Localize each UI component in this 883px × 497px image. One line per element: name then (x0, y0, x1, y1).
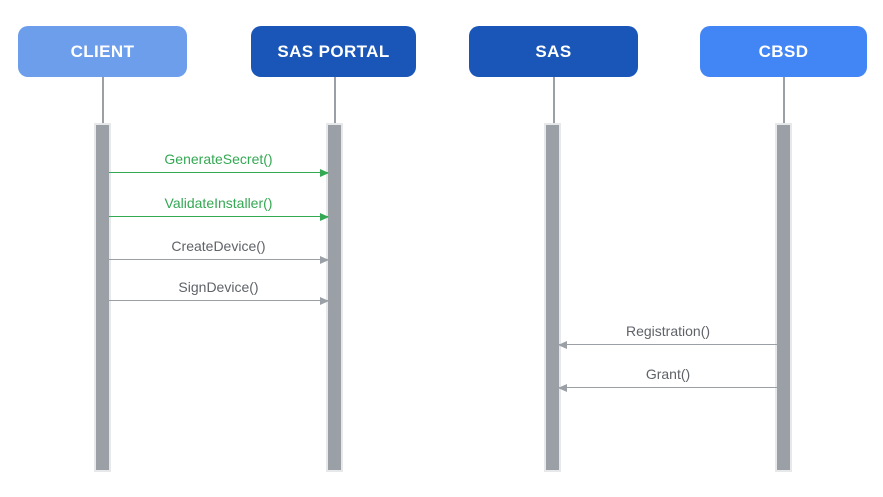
arrow-left-icon (558, 383, 567, 392)
activation-bar-sas-portal (328, 125, 341, 470)
message-registration-line (559, 343, 777, 345)
arrow-right-icon (320, 296, 329, 305)
message-grant-line (559, 386, 777, 388)
message-validate-installer: ValidateInstaller() (109, 194, 329, 221)
message-create-device-label: CreateDevice() (171, 238, 266, 254)
message-sign-device: SignDevice() (109, 278, 329, 305)
message-generate-secret: GenerateSecret() (109, 150, 329, 177)
message-generate-secret-label: GenerateSecret() (164, 151, 273, 167)
activation-bar-cbsd (777, 125, 790, 470)
message-registration: Registration() (558, 322, 777, 349)
actor-box-sas: SAS (469, 26, 638, 77)
arrow-left-icon (558, 340, 567, 349)
message-sign-device-line (109, 299, 328, 301)
lifeline-cbsd (783, 77, 785, 125)
activation-bar-client (96, 125, 109, 470)
message-validate-installer-label: ValidateInstaller() (164, 195, 273, 211)
actor-box-client: CLIENT (18, 26, 187, 77)
message-grant: Grant() (558, 365, 777, 392)
message-generate-secret-line (109, 171, 328, 173)
message-registration-label: Registration() (625, 323, 711, 339)
activation-bar-sas (546, 125, 559, 470)
message-create-device-line (109, 258, 328, 260)
arrow-right-icon (320, 255, 329, 264)
message-create-device: CreateDevice() (109, 237, 329, 264)
message-sign-device-label: SignDevice() (178, 279, 259, 295)
actor-box-sas-portal: SAS PORTAL (251, 26, 416, 77)
message-validate-installer-line (109, 215, 328, 217)
lifeline-sas (553, 77, 555, 125)
arrow-right-icon (320, 168, 329, 177)
message-grant-label: Grant() (645, 366, 691, 382)
arrow-right-icon (320, 212, 329, 221)
actor-box-cbsd: CBSD (700, 26, 867, 77)
lifeline-client (102, 77, 104, 125)
lifeline-sas-portal (334, 77, 336, 125)
